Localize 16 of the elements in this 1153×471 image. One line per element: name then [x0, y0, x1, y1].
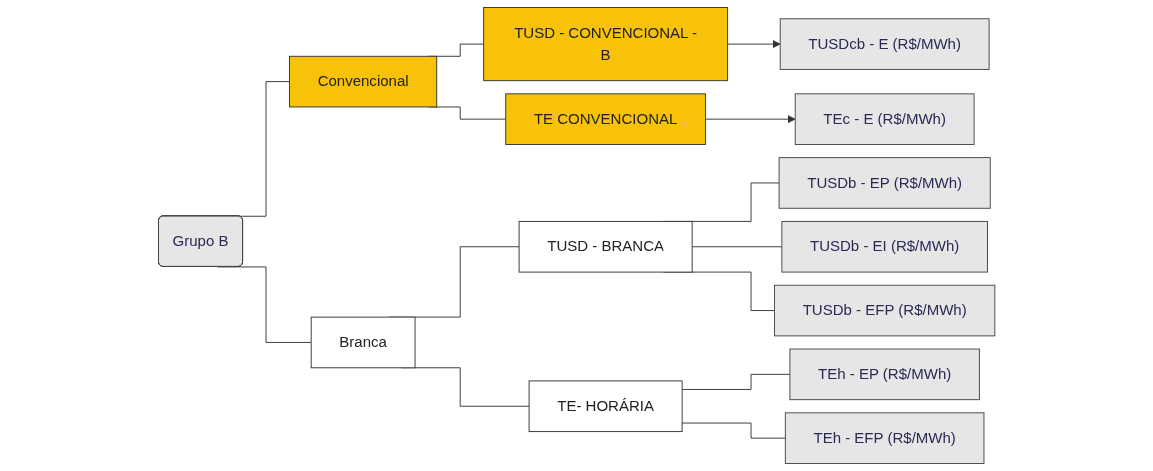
- node-box: Branca: [310, 316, 416, 369]
- node-box: TUSDb - EFP (R$/MWh): [773, 284, 996, 337]
- node-box: Convencional: [288, 55, 438, 108]
- node-box: TE CONVENCIONAL: [505, 93, 706, 145]
- node-box: TUSDcb - E (R$/MWh): [779, 18, 990, 70]
- node-box: TE- HORÁRIA: [528, 380, 683, 433]
- node-box: TUSDb - EP (R$/MWh): [778, 157, 991, 209]
- connector: [681, 373, 791, 390]
- node-box: TUSD - BRANCA: [518, 220, 693, 273]
- connector: [691, 246, 783, 248]
- node-box: TUSD - CONVENCIONAL -B: [483, 7, 728, 82]
- connector: [681, 422, 786, 439]
- node-box: TEc - E (R$/MWh): [794, 93, 975, 145]
- node-box: TEh - EFP (R$/MWh): [784, 412, 985, 464]
- node-box: TEh - EP (R$/MWh): [789, 348, 980, 401]
- node-box: TUSDb - EI (R$/MWh): [781, 220, 988, 273]
